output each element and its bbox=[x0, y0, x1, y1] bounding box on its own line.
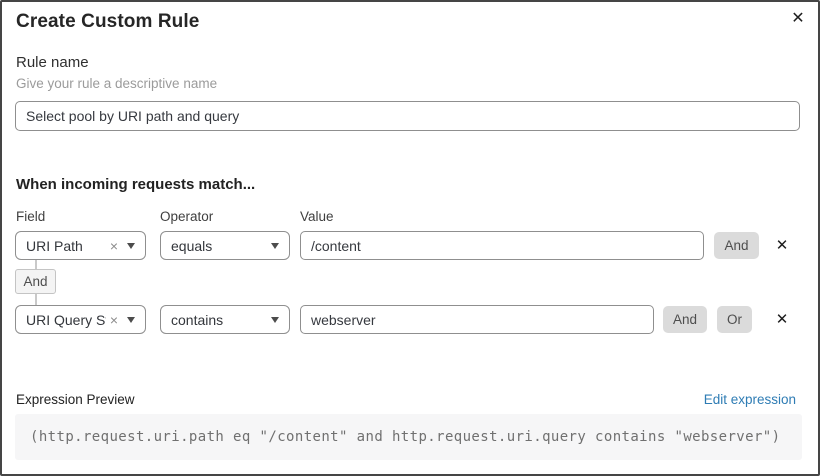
operator-column-label: Operator bbox=[160, 209, 214, 224]
value-input-row2[interactable] bbox=[300, 305, 654, 334]
rule-name-helper: Give your rule a descriptive name bbox=[16, 76, 218, 91]
chevron-down-icon bbox=[127, 242, 135, 249]
operator-select-row1-value: equals bbox=[171, 237, 213, 254]
delete-row2-icon[interactable]: ✕ bbox=[775, 311, 789, 328]
close-icon[interactable]: ✕ bbox=[791, 10, 805, 27]
field-select-row2[interactable]: URI Query St... × bbox=[15, 305, 146, 334]
operator-select-row1[interactable]: equals bbox=[160, 231, 290, 260]
match-heading: When incoming requests match... bbox=[16, 176, 256, 193]
operator-select-row2-value: contains bbox=[171, 311, 224, 328]
and-button-row2[interactable]: And bbox=[663, 306, 707, 333]
and-button-row1[interactable]: And bbox=[714, 232, 759, 259]
operator-select-row2[interactable]: contains bbox=[160, 305, 290, 334]
rule-name-label: Rule name bbox=[16, 54, 89, 71]
expression-code: (http.request.uri.path eq "/content" and… bbox=[30, 429, 781, 445]
chevron-down-icon bbox=[127, 316, 135, 323]
expression-preview-label: Expression Preview bbox=[16, 392, 135, 407]
clear-field-icon[interactable]: × bbox=[109, 237, 118, 254]
field-select-row1-value: URI Path bbox=[26, 237, 83, 254]
delete-row1-icon[interactable]: ✕ bbox=[775, 237, 789, 254]
field-select-row1[interactable]: URI Path × bbox=[15, 231, 146, 260]
group-connector-badge: And bbox=[15, 269, 56, 294]
value-column-label: Value bbox=[300, 209, 334, 224]
dialog-title: Create Custom Rule bbox=[16, 11, 200, 32]
field-select-row2-value: URI Query St... bbox=[26, 311, 106, 328]
edit-expression-link[interactable]: Edit expression bbox=[703, 392, 796, 407]
chevron-down-icon bbox=[271, 316, 279, 323]
value-input-row1[interactable] bbox=[300, 231, 704, 260]
connector-line-bottom bbox=[35, 294, 37, 305]
rule-name-input[interactable] bbox=[15, 101, 800, 131]
chevron-down-icon bbox=[271, 242, 279, 249]
connector-line-top bbox=[35, 260, 37, 269]
or-button-row2[interactable]: Or bbox=[717, 306, 752, 333]
field-column-label: Field bbox=[16, 209, 46, 224]
clear-field-icon[interactable]: × bbox=[109, 311, 118, 328]
expression-code-block: (http.request.uri.path eq "/content" and… bbox=[15, 414, 802, 460]
